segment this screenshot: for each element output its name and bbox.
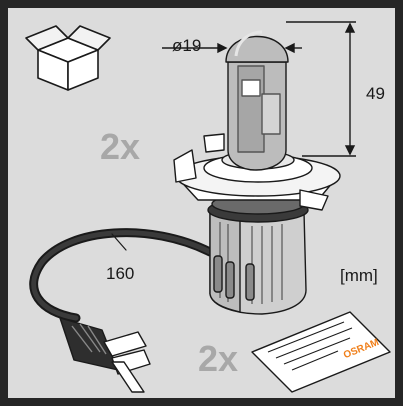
bulb-quantity: 2x [100,126,141,167]
diameter-label: ø19 [172,36,202,55]
led-bulb-illustration [173,30,341,315]
height-label: 49 [366,84,385,103]
leaflet-quantity: 2x [198,338,239,379]
unit-label: [mm] [340,266,378,285]
height-dimension [286,21,356,157]
leaflet-icon [251,311,391,393]
diagram-illustration [25,21,391,393]
cable [29,228,215,323]
connector-plug-icon [59,317,151,393]
package-box-icon [25,25,111,91]
cable-length-label: 160 [106,264,135,283]
diameter-dimension [162,42,302,54]
product-diagram: ø19 49 160 [mm] 2x 2x OSRAM [8,8,395,398]
